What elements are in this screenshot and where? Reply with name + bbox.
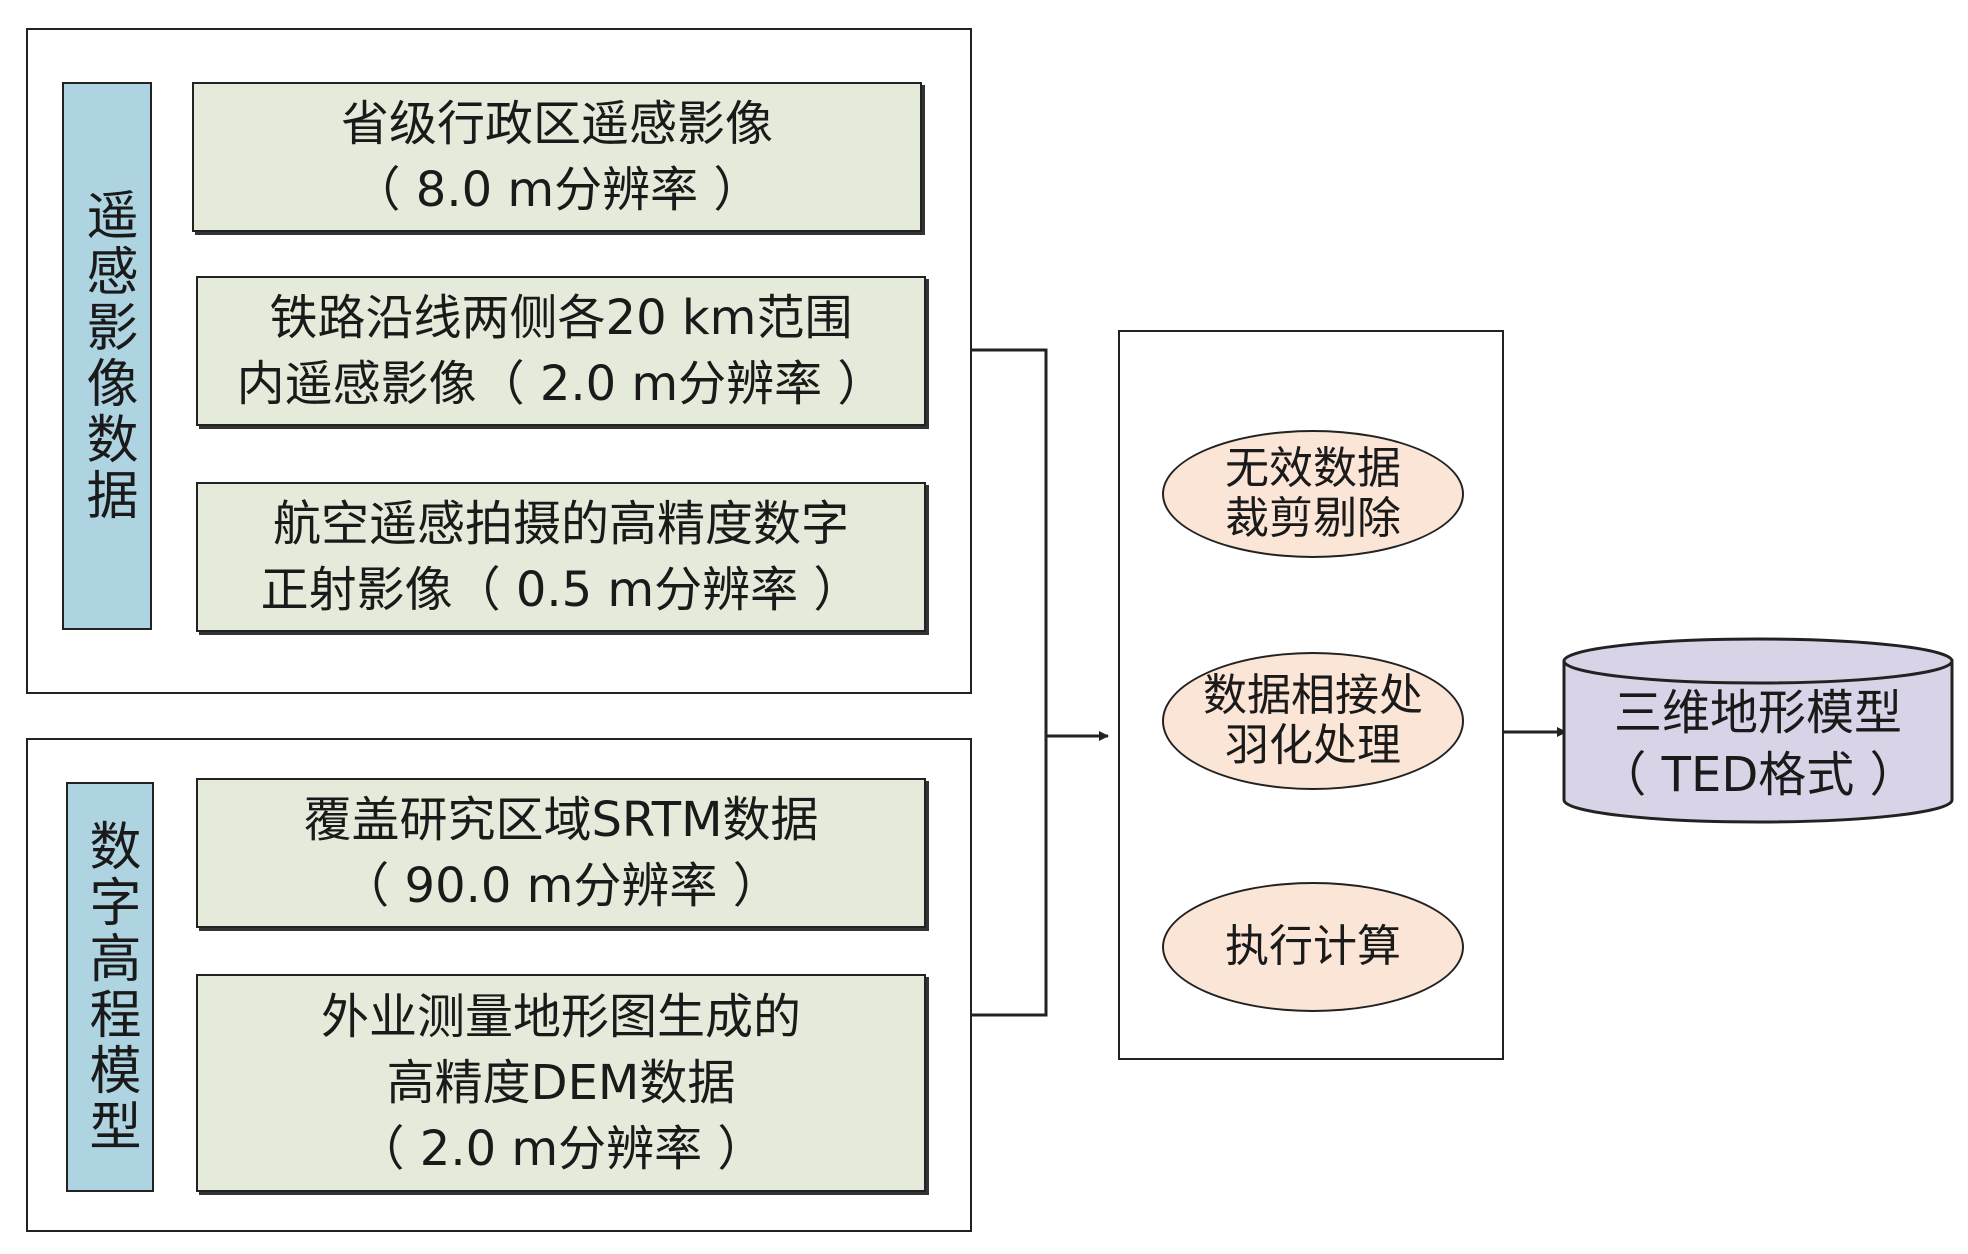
remote-sensing-label: 遥感影像数据 — [62, 82, 152, 630]
source-survey-dem: 外业测量地形图生成的 高精度DEM数据 （ 2.0 m分辨率 ） — [196, 974, 926, 1192]
connector-remote-sensing — [970, 348, 1048, 736]
step-clip-invalid-data: 无效数据 裁剪剔除 — [1162, 430, 1464, 558]
step-execute-calculation: 执行计算 — [1162, 882, 1464, 1012]
dem-label: 数字高程模型 — [66, 782, 154, 1192]
output-label: 三维地形模型 （ TED格式 ） — [1598, 685, 1918, 803]
source-provincial-imagery: 省级行政区遥感影像 （ 8.0 m分辨率 ） — [192, 82, 922, 232]
connector-dem — [970, 736, 1048, 1017]
step-feather-seams: 数据相接处 羽化处理 — [1162, 652, 1464, 790]
source-aerial-orthophoto: 航空遥感拍摄的高精度数字 正射影像（ 0.5 m分辨率 ） — [196, 482, 926, 632]
source-srtm: 覆盖研究区域SRTM数据 （ 90.0 m分辨率 ） — [196, 778, 926, 928]
source-railway-corridor-imagery: 铁路沿线两侧各20 km范围 内遥感影像（ 2.0 m分辨率 ） — [196, 276, 926, 426]
